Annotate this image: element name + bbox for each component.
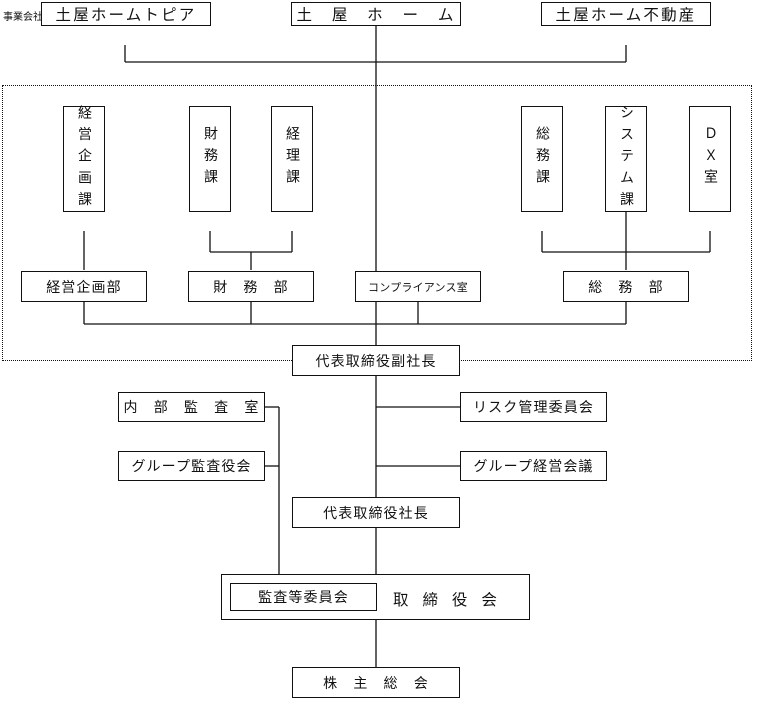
section-keiei-kikaku-ka: 経営企画課 [63, 105, 105, 213]
compliance-office: コンプライアンス室 [355, 271, 481, 302]
president-box: 代表取締役社長 [292, 497, 460, 528]
vice-president-box: 代表取締役副社長 [292, 345, 460, 376]
company-tsuchiya-home: 土 屋 ホ ー ム [291, 2, 461, 26]
department-soumu-bu: 総 務 部 [563, 271, 689, 302]
section-system-ka: システム課 [605, 105, 647, 213]
board-of-directors-label: 取締役会 [393, 591, 511, 609]
group-management-meeting: グループ経営会議 [460, 451, 607, 481]
company-tsuchiya-home-topia: 土屋ホームトピア [41, 2, 211, 26]
section-dx-shitsu: ＤＸ室 [689, 106, 731, 212]
shareholders-meeting: 株 主 総 会 [292, 667, 460, 698]
group-auditors-board: グループ監査役会 [118, 451, 265, 481]
section-soumu-ka: 総務課 [521, 106, 563, 212]
section-zaimu-ka: 財務課 [189, 106, 231, 212]
audit-supervisory-committee: 監査等委員会 [230, 583, 377, 611]
department-keiei-kikaku-bu: 経営企画部 [21, 271, 147, 302]
internal-audit-office: 内 部 監 査 室 [118, 392, 265, 422]
risk-management-committee: リスク管理委員会 [460, 392, 607, 422]
department-zaimu-bu: 財 務 部 [188, 271, 314, 302]
section-keiri-ka: 経理課 [271, 106, 313, 212]
company-tsuchiya-home-fudosan: 土屋ホーム不動産 [541, 2, 711, 26]
company-category-label: 事業会社 [3, 12, 43, 23]
